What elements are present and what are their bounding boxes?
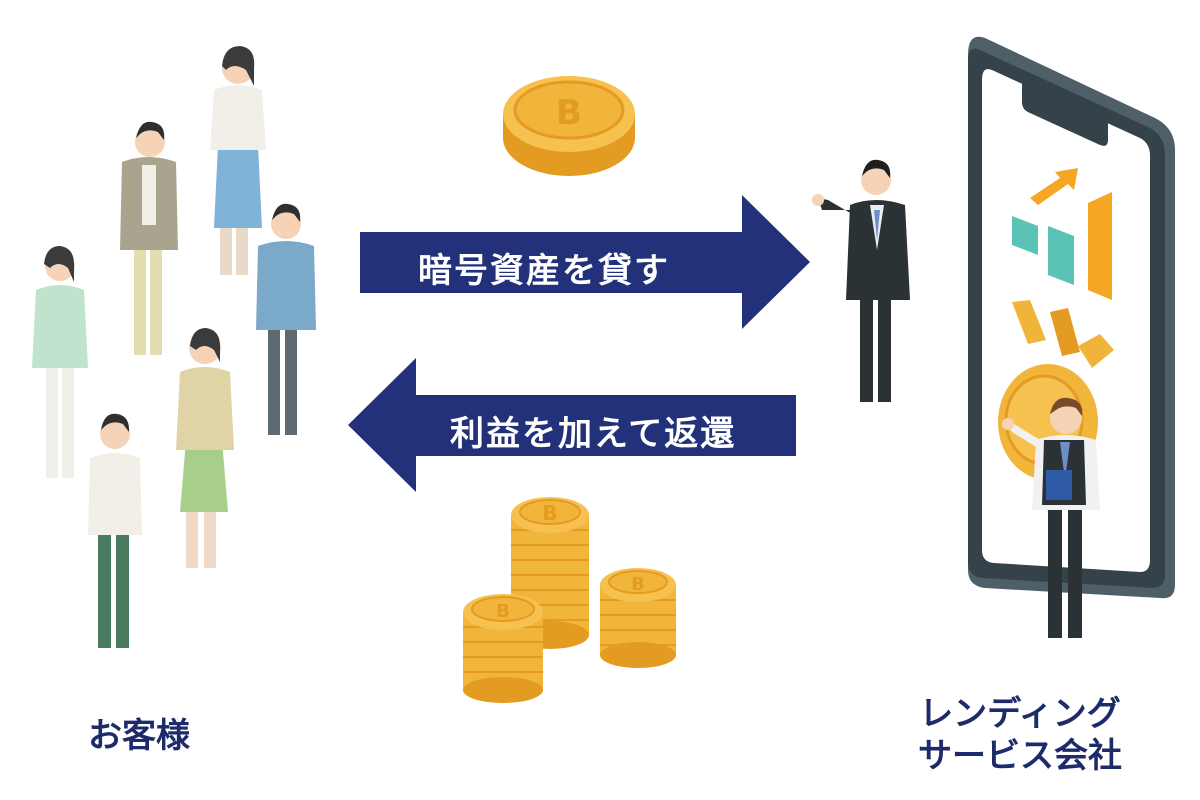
person-icon-1 (210, 46, 266, 275)
businessman-icon-2 (1002, 397, 1100, 638)
lend-arrow-label: 暗号資産を貸す (418, 251, 670, 291)
bitcoin-coin-icon: B (503, 76, 635, 176)
person-icon-5 (176, 328, 234, 568)
lend-arrow (360, 195, 810, 329)
person-icon-3 (256, 203, 316, 435)
svg-text:B: B (496, 601, 510, 622)
customer-caption: お客様 (88, 716, 190, 756)
company-caption-line1: レンディング (919, 694, 1121, 734)
svg-text:B: B (542, 501, 557, 525)
company-caption-line2: サービス会社 (918, 736, 1122, 776)
svg-text:B: B (631, 574, 645, 595)
businessman-icon (812, 159, 910, 402)
svg-text:B: B (556, 93, 582, 133)
person-icon-4 (32, 246, 88, 478)
person-icon-2 (120, 121, 178, 355)
company-caption: レンディング サービス会社 (918, 693, 1122, 777)
return-arrow (348, 358, 796, 492)
coin-stack-right: B (600, 568, 676, 668)
person-icon-6 (88, 413, 142, 648)
return-arrow-label: 利益を加えて返還 (450, 414, 737, 454)
coin-stack-left: B (463, 594, 543, 703)
